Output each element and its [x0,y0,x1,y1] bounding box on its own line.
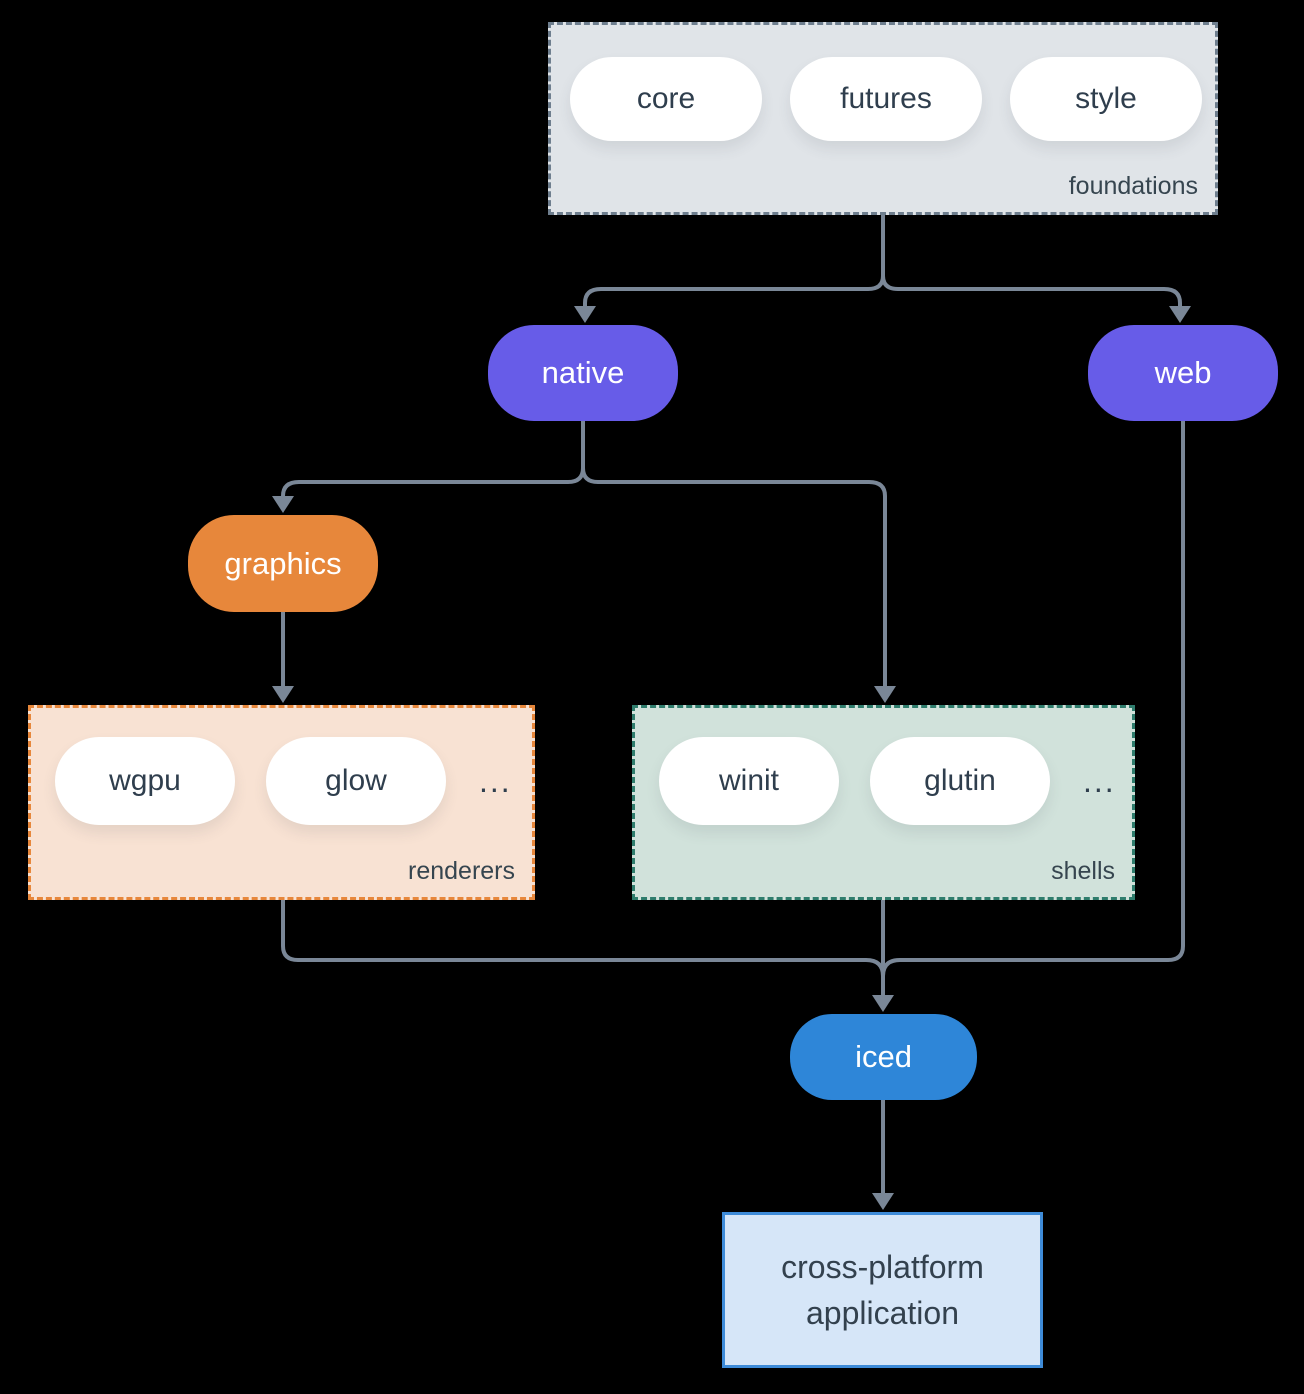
node-glow: glow [266,737,446,825]
group-renderers: wgpu glow ... renderers [28,705,535,900]
shells-ellipsis: ... [1083,762,1116,799]
renderers-label: renderers [408,857,515,885]
node-iced: iced [790,1014,977,1100]
edge-foundations-native [583,215,885,306]
node-style: style [1010,57,1202,141]
arrowhead-renderers [272,686,294,703]
node-core: core [570,57,762,141]
foundations-pill-row: core futures style [551,25,1215,141]
edge-native-shells [581,467,887,686]
node-cross-platform-application: cross-platform application [722,1212,1043,1368]
node-wgpu: wgpu [55,737,235,825]
foundations-label: foundations [1068,172,1198,200]
node-graphics: graphics [188,515,378,612]
group-foundations: core futures style foundations [548,22,1218,215]
edge-foundations-web [881,275,1182,306]
shells-label: shells [1051,857,1115,885]
node-web: web [1088,325,1278,421]
arrowhead-web [1169,306,1191,323]
arrowhead-shells [874,686,896,703]
edge-native-graphics [281,421,585,498]
renderers-ellipsis: ... [479,762,512,799]
node-futures: futures [790,57,982,141]
arrowhead-graphics [272,496,294,513]
node-native: native [488,325,678,421]
edge-renderers-iced [281,900,885,977]
arrowhead-iced [872,995,894,1012]
shells-pill-row: winit glutin ... [635,708,1132,825]
node-winit: winit [659,737,839,825]
arrowhead-native [574,306,596,323]
arrowhead-application [872,1193,894,1210]
group-shells: winit glutin ... shells [632,705,1135,900]
node-glutin: glutin [870,737,1050,825]
renderers-pill-row: wgpu glow ... [31,708,532,825]
